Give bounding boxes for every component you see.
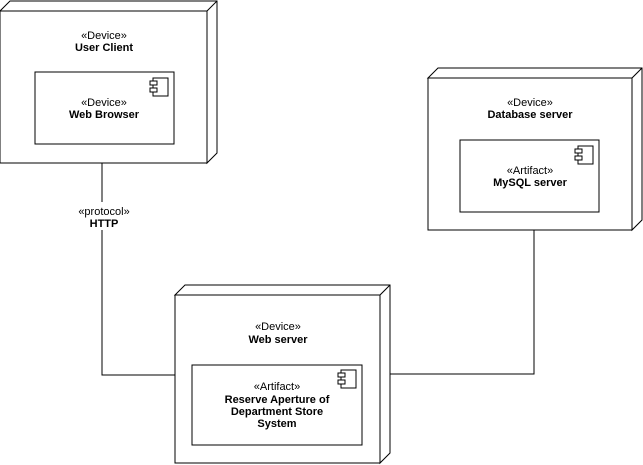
component-mysql-server[interactable]: «Artifact» MySQL server (459, 139, 600, 213)
component-icon (574, 145, 594, 165)
component-title-line-3: System (257, 418, 296, 430)
component-stereotype: «Artifact» (507, 165, 553, 177)
connection-line-http (101, 163, 192, 376)
component-web-browser[interactable]: «Device» Web Browser (34, 71, 175, 145)
component-body (191, 364, 363, 446)
component-icon (149, 77, 169, 97)
component-title-line-2: Department Store (231, 406, 323, 418)
component-stereotype: «Artifact» (254, 381, 300, 393)
connection-stereotype: «protocol» (78, 206, 129, 218)
component-stereotype: «Device» (81, 97, 127, 109)
node-web-server[interactable]: «Device» Web server «Artifact» Reserve A… (173, 284, 391, 465)
node-database-server[interactable]: «Device» Database server «Artifact» MySQ… (426, 67, 643, 232)
node-title: Database server (487, 109, 573, 121)
component-title-line-1: Reserve Aperture of (225, 394, 330, 406)
protocol-label-background (74, 202, 132, 230)
connection-user-client-web-server: «protocol» HTTP (74, 163, 192, 376)
node-title: Web server (248, 334, 308, 346)
node-stereotype: «Device» (507, 97, 553, 109)
connection-line-db (390, 230, 535, 375)
node-stereotype: «Device» (255, 321, 301, 333)
node-stereotype: «Device» (81, 30, 127, 42)
component-reserve-aperture[interactable]: «Artifact» Reserve Aperture of Departmen… (191, 364, 363, 446)
component-title: MySQL server (493, 177, 568, 189)
node-title: User Client (75, 42, 133, 54)
component-title: Web Browser (69, 109, 140, 121)
component-icon (337, 369, 357, 389)
connection-label: HTTP (90, 218, 119, 230)
node-user-client[interactable]: «Device» User Client «Device» Web Browse… (0, 0, 218, 165)
connection-web-server-database-server (390, 230, 535, 375)
